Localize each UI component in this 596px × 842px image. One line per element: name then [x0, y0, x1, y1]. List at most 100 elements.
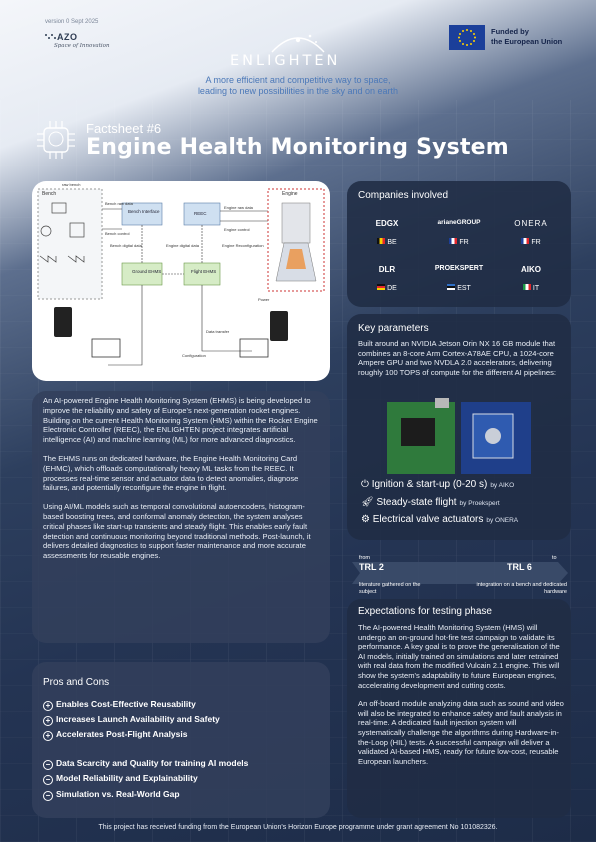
- company-logo: EDGX: [375, 219, 399, 228]
- pro-item: +Enables Cost-Effective Reusability: [43, 699, 196, 711]
- company-logo: arianeGROUP: [437, 219, 481, 226]
- diagram-data-transfer: Data transfer: [206, 329, 230, 334]
- diagram-engine-raw-data: Engine raw data: [224, 205, 254, 210]
- diagram-engine-digital: Engine digital data: [166, 243, 200, 248]
- rocket-icon: 🚀︎: [361, 497, 377, 508]
- company-logo: ONERA: [514, 219, 548, 228]
- diagram-bench-label: Bench: [42, 191, 56, 197]
- expectations-panel: Expectations for testing phase The AI-po…: [347, 599, 571, 818]
- brand-name: ENLIGHTEN: [230, 53, 341, 69]
- key-parameters-title: Key parameters: [358, 323, 429, 334]
- trl-start-desc: literature gathered on the subject: [359, 582, 421, 595]
- trl-progress: from to TRL 2 TRL 6 literature gathered …: [347, 551, 571, 595]
- flag-it-icon: [522, 284, 531, 290]
- brand-tagline: A more efficient and competitive way to …: [150, 75, 446, 97]
- factsheet-label: Factsheet #6: [86, 121, 162, 136]
- fuel-pump-icon: [54, 307, 72, 337]
- tagline-line1: A more efficient and competitive way to …: [205, 75, 391, 85]
- company-country: IT: [532, 285, 540, 292]
- company-proekspert: PROEKSPERT EST: [429, 265, 489, 295]
- enlighten-arc-icon: [271, 34, 325, 53]
- diagram-engine-reconfig: Engine Reconfiguration: [222, 243, 264, 248]
- plus-circle-icon: +: [43, 701, 53, 711]
- con-item: −Simulation vs. Real-World Gap: [43, 789, 180, 801]
- company-logo: PROEKSPERT: [434, 265, 484, 272]
- expectations-paragraph-1: The AI-powered Health Monitoring System …: [358, 623, 560, 690]
- trl-end-desc: integration on a bench and dedicated har…: [476, 582, 567, 595]
- expectations-paragraph-2: An off-board module analyzing data such …: [358, 699, 564, 766]
- minus-circle-icon: −: [43, 775, 53, 785]
- power-icon: ⏻: [361, 479, 372, 490]
- pro-item: +Accelerates Post-Flight Analysis: [43, 729, 187, 741]
- trl-start: TRL 2: [359, 562, 384, 572]
- companies-title: Companies involved: [358, 190, 449, 201]
- trl-from-label: from: [359, 555, 370, 561]
- version-label: version 0 Sept 2025: [45, 19, 99, 25]
- con-item: −Data Scarcity and Quality for training …: [43, 758, 248, 770]
- eu-text-line1: Funded by: [491, 27, 529, 36]
- minus-circle-icon: −: [43, 791, 53, 801]
- company-aiko: AIKO IT: [501, 265, 561, 295]
- intro-paragraph-2: The EHMS runs on dedicated hardware, the…: [43, 453, 299, 493]
- diagram-ground-ehms: Ground EHMS: [132, 269, 161, 274]
- key-parameters-text: Built around an NVIDIA Jetson Orin NX 16…: [358, 339, 556, 377]
- pros-cons-title: Pros and Cons: [43, 677, 110, 688]
- pro-item: +Increases Launch Availability and Safet…: [43, 714, 220, 726]
- diagram-raw-bench: raw bench: [62, 182, 80, 187]
- diagram-reec: REEC: [194, 211, 207, 216]
- chip-brain-icon: [37, 121, 75, 159]
- fuel-pump-icon-right: [270, 311, 288, 341]
- company-country: FR: [459, 239, 469, 246]
- jetson-boards-image: [387, 398, 531, 474]
- diagram-engine-label: Engine: [282, 191, 298, 197]
- company-onera: ONERA FR: [501, 219, 561, 249]
- companies-panel: Companies involved EDGX BE arianeGROUP F…: [347, 181, 571, 307]
- azo-logo: AZO Space of Innovation: [44, 32, 114, 54]
- enlighten-logo: ENLIGHTEN: [228, 30, 368, 70]
- intro-paragraph-1: An AI-powered Engine Health Monitoring S…: [43, 396, 318, 445]
- diagram-bench-interface: Bench Interface: [128, 209, 160, 214]
- tagline-line2: leading to new possibilities in the sky …: [197, 86, 399, 96]
- pros-cons-panel: Pros and Cons +Enables Cost-Effective Re…: [32, 662, 330, 818]
- company-country: DE: [387, 285, 397, 292]
- diagram-configuration: Configuration: [182, 353, 206, 358]
- footer-funding-note: This project has received funding from t…: [98, 824, 498, 831]
- page-title: Engine Health Monitoring System: [86, 135, 509, 160]
- company-country: EST: [457, 285, 471, 292]
- trl-arrow-icon: [352, 562, 568, 584]
- intro-panel: An AI-powered Engine Health Monitoring S…: [32, 391, 330, 643]
- plus-circle-icon: +: [43, 716, 53, 726]
- company-country: BE: [387, 239, 397, 246]
- eu-text-line2: the European Union: [491, 37, 563, 46]
- company-arianegroup: arianeGROUP FR: [429, 219, 489, 249]
- eu-flag-icon: [449, 25, 485, 50]
- diagram-power: Power: [258, 297, 270, 302]
- azo-name: AZO: [57, 32, 78, 42]
- plus-circle-icon: +: [43, 731, 53, 741]
- laptop-icon-right: [239, 338, 269, 358]
- diagram-bench-digital: Bench digital data: [110, 243, 143, 248]
- azo-tagline: Space of Innovation: [54, 43, 110, 49]
- company-logo: DLR: [378, 265, 396, 274]
- key-parameters-panel: Key parameters Built around an NVIDIA Je…: [347, 314, 571, 540]
- minus-circle-icon: −: [43, 760, 53, 770]
- company-dlr: DLR DE: [357, 265, 417, 295]
- flag-fr-icon: [521, 238, 530, 244]
- laptop-icon: [91, 338, 121, 358]
- flag-de-icon: [377, 284, 386, 290]
- flag-fr-icon: [449, 238, 458, 244]
- con-item: −Model Reliability and Explainability: [43, 773, 198, 785]
- eu-funding-badge: Funded by the European Union: [449, 25, 573, 51]
- flag-be-icon: [377, 238, 386, 244]
- eu-funding-text: Funded by the European Union: [491, 27, 562, 47]
- trl-to-label: to: [552, 555, 557, 561]
- company-logo: AIKO: [521, 265, 541, 274]
- diagram-bench-raw-data: Bench raw data: [105, 201, 134, 206]
- diagram-bench-control: Bench control: [105, 231, 130, 236]
- architecture-diagram: Bench raw bench Bench Interface Bench ra…: [32, 181, 330, 381]
- pipeline-ignition: ⏻ Ignition & start-up (0-20 s)by AIKO: [361, 479, 515, 490]
- flag-ee-icon: [447, 284, 456, 290]
- valve-icon: ⚙: [361, 514, 373, 525]
